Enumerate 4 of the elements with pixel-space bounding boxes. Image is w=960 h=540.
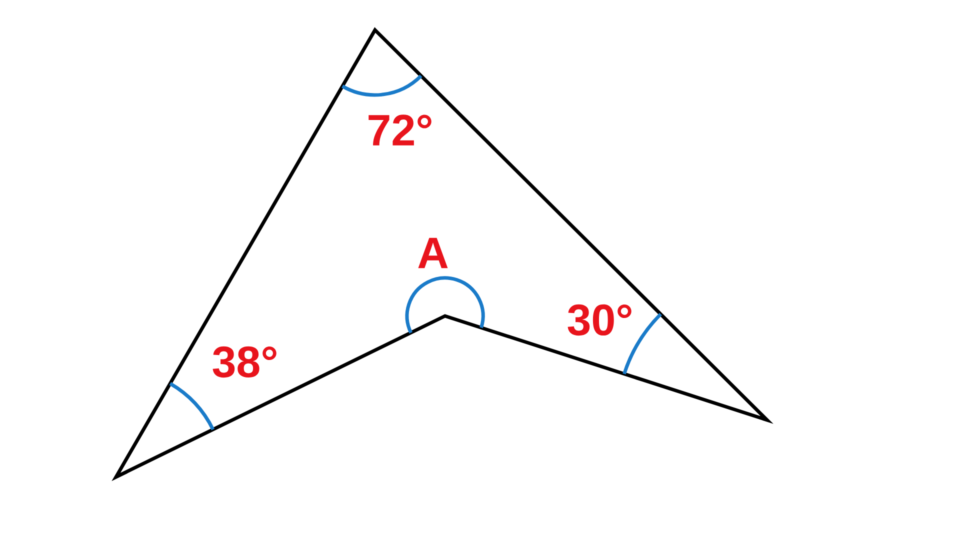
angle-label: 38° xyxy=(212,346,276,378)
angle-label: 72° xyxy=(368,114,432,146)
angle-label: 30° xyxy=(568,304,632,336)
angle-label: A xyxy=(418,238,448,268)
